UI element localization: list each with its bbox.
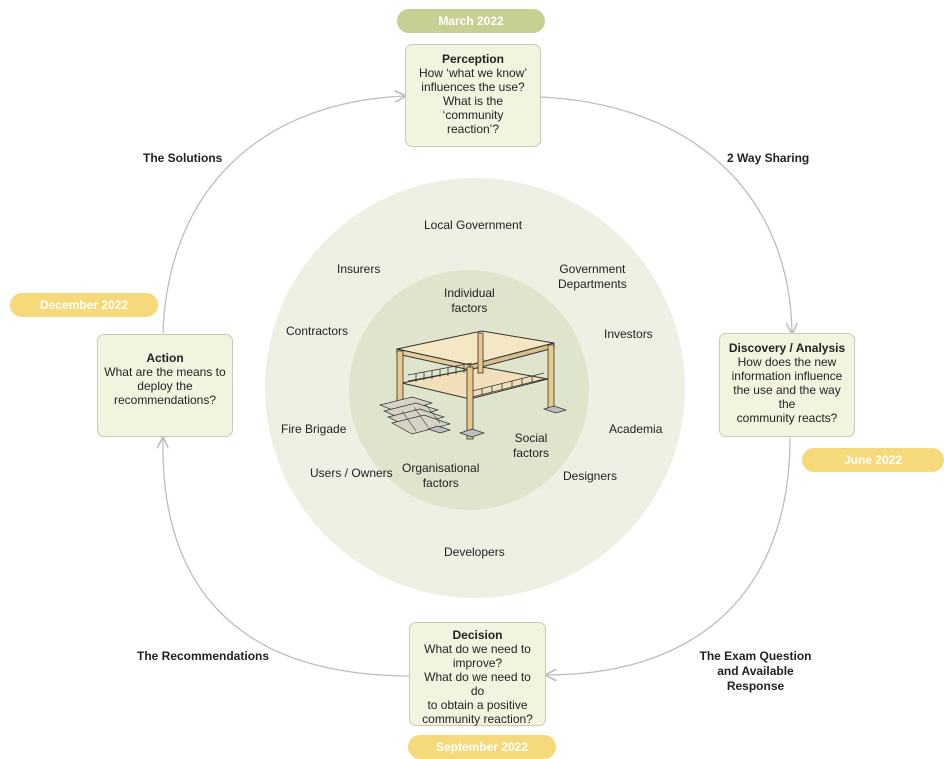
stage-decision-title: Decision — [452, 628, 503, 642]
stakeholder-government-departments: Government Departments — [558, 262, 627, 291]
factor-organisational: Organisational factors — [402, 461, 480, 490]
stakeholder-contractors: Contractors — [286, 324, 349, 338]
stakeholder-users-owners: Users / Owners — [310, 466, 393, 480]
stage-action-body: What are the means to deploy the recomme… — [104, 365, 226, 407]
arc-action-to-perception — [162, 96, 405, 334]
stakeholder-designers: Designers — [563, 469, 618, 483]
stage-decision-box: Decision What do we need to improve? Wha… — [409, 622, 546, 726]
grandstand-illustration — [378, 330, 568, 440]
factor-social: Social factors — [513, 431, 550, 460]
stakeholder-developers: Developers — [444, 545, 505, 559]
stage-action-title: Action — [146, 351, 184, 365]
arc-discovery-to-decision — [546, 437, 791, 675]
stakeholder-fire-brigade: Fire Brigade — [281, 422, 347, 436]
transition-exam: The Exam Question and Available Response — [699, 649, 812, 693]
factor-individual: Individual factors — [444, 286, 495, 315]
stage-perception-title: Perception — [441, 52, 504, 66]
stakeholder-academia: Academia — [609, 422, 663, 436]
date-september-pill: September 2022 — [408, 735, 556, 759]
date-december-pill: December 2022 — [10, 293, 158, 317]
stakeholder-insurers: Insurers — [337, 262, 381, 276]
stage-action-box: Action What are the means to deploy the … — [97, 334, 233, 437]
transition-sharing: 2 Way Sharing — [727, 151, 810, 165]
stage-perception-box: Perception How ‘what we know’ influences… — [405, 44, 541, 147]
stage-discovery-title: Discovery / Analysis — [728, 341, 846, 355]
date-march-pill: March 2022 — [397, 9, 545, 33]
date-june-pill: June 2022 — [802, 448, 944, 472]
stage-perception-body: How ‘what we know’ influences the use? W… — [418, 66, 528, 136]
stage-decision-body: What do we need to improve? What do we n… — [422, 642, 533, 726]
stakeholder-investors: Investors — [604, 327, 653, 341]
arc-perception-to-discovery — [540, 96, 792, 333]
transition-recommendations: The Recommendations — [137, 649, 270, 663]
arc-decision-to-action — [163, 438, 410, 677]
stage-discovery-body: How does the new information influence t… — [731, 355, 843, 425]
transition-solutions: The Solutions — [143, 151, 223, 165]
stakeholder-local-government: Local Government — [424, 218, 523, 232]
stage-discovery-box: Discovery / Analysis How does the new in… — [719, 333, 855, 437]
